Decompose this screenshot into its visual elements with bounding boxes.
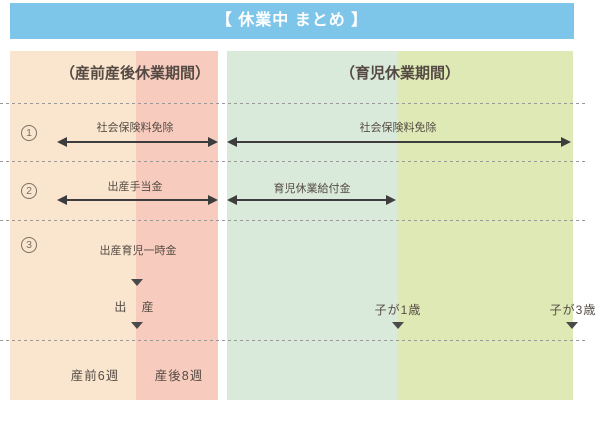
- page-title: 【 休業中 まとめ 】: [10, 3, 574, 39]
- row1-left-label: 社会保険料免除: [96, 122, 174, 134]
- down-triangle-icon: [566, 322, 578, 329]
- arrowhead-right-icon: [386, 195, 396, 205]
- arrowhead-left-icon: [57, 137, 67, 147]
- down-triangle-icon: [392, 322, 404, 329]
- arrowhead-right-icon: [208, 195, 218, 205]
- dashed-divider: [0, 161, 588, 162]
- arrow-shaft: [64, 141, 211, 143]
- row3-number-badge: 3: [21, 237, 37, 253]
- band-childcare-until-age1: [227, 51, 398, 400]
- dashed-divider: [0, 103, 588, 104]
- down-triangle-icon: [131, 279, 143, 286]
- row2-left-range-arrow: [57, 194, 218, 206]
- arrow-shaft: [234, 199, 389, 201]
- band-prenatal-period: [10, 51, 136, 400]
- postnatal-weeks-label: 産後8週: [154, 369, 204, 383]
- child-age1-label: 子が1歳: [374, 303, 422, 317]
- arrow-shaft: [64, 199, 211, 201]
- maternity-period-heading: （産前産後休業期間）: [59, 65, 210, 82]
- row1-number-badge: 1: [21, 125, 37, 141]
- row3-left-label: 出産育児一時金: [99, 245, 177, 257]
- dashed-divider: [0, 340, 588, 341]
- row2-right-range-arrow: [227, 194, 396, 206]
- arrowhead-right-icon: [561, 137, 571, 147]
- row2-left-label: 出産手当金: [107, 181, 163, 193]
- arrowhead-left-icon: [227, 195, 237, 205]
- arrow-shaft: [234, 141, 564, 143]
- band-postnatal-period: [136, 51, 218, 400]
- arrowhead-left-icon: [57, 195, 67, 205]
- child-age3-label: 子が3歳: [549, 303, 597, 317]
- arrowhead-left-icon: [227, 137, 237, 147]
- prenatal-weeks-label: 産前6週: [70, 369, 120, 383]
- row2-right-label: 育児休業給付金: [273, 183, 351, 195]
- birth-marker-label: 出 産: [114, 300, 160, 314]
- down-triangle-icon: [131, 322, 143, 329]
- row1-right-label: 社会保険料免除: [359, 122, 437, 134]
- childcare-period-heading: （育児休業期間）: [339, 65, 460, 82]
- dashed-divider: [0, 220, 588, 221]
- row1-right-range-arrow: [227, 136, 571, 148]
- row2-number-badge: 2: [21, 183, 37, 199]
- row1-left-range-arrow: [57, 136, 218, 148]
- arrowhead-right-icon: [208, 137, 218, 147]
- band-childcare-until-age3: [398, 51, 573, 400]
